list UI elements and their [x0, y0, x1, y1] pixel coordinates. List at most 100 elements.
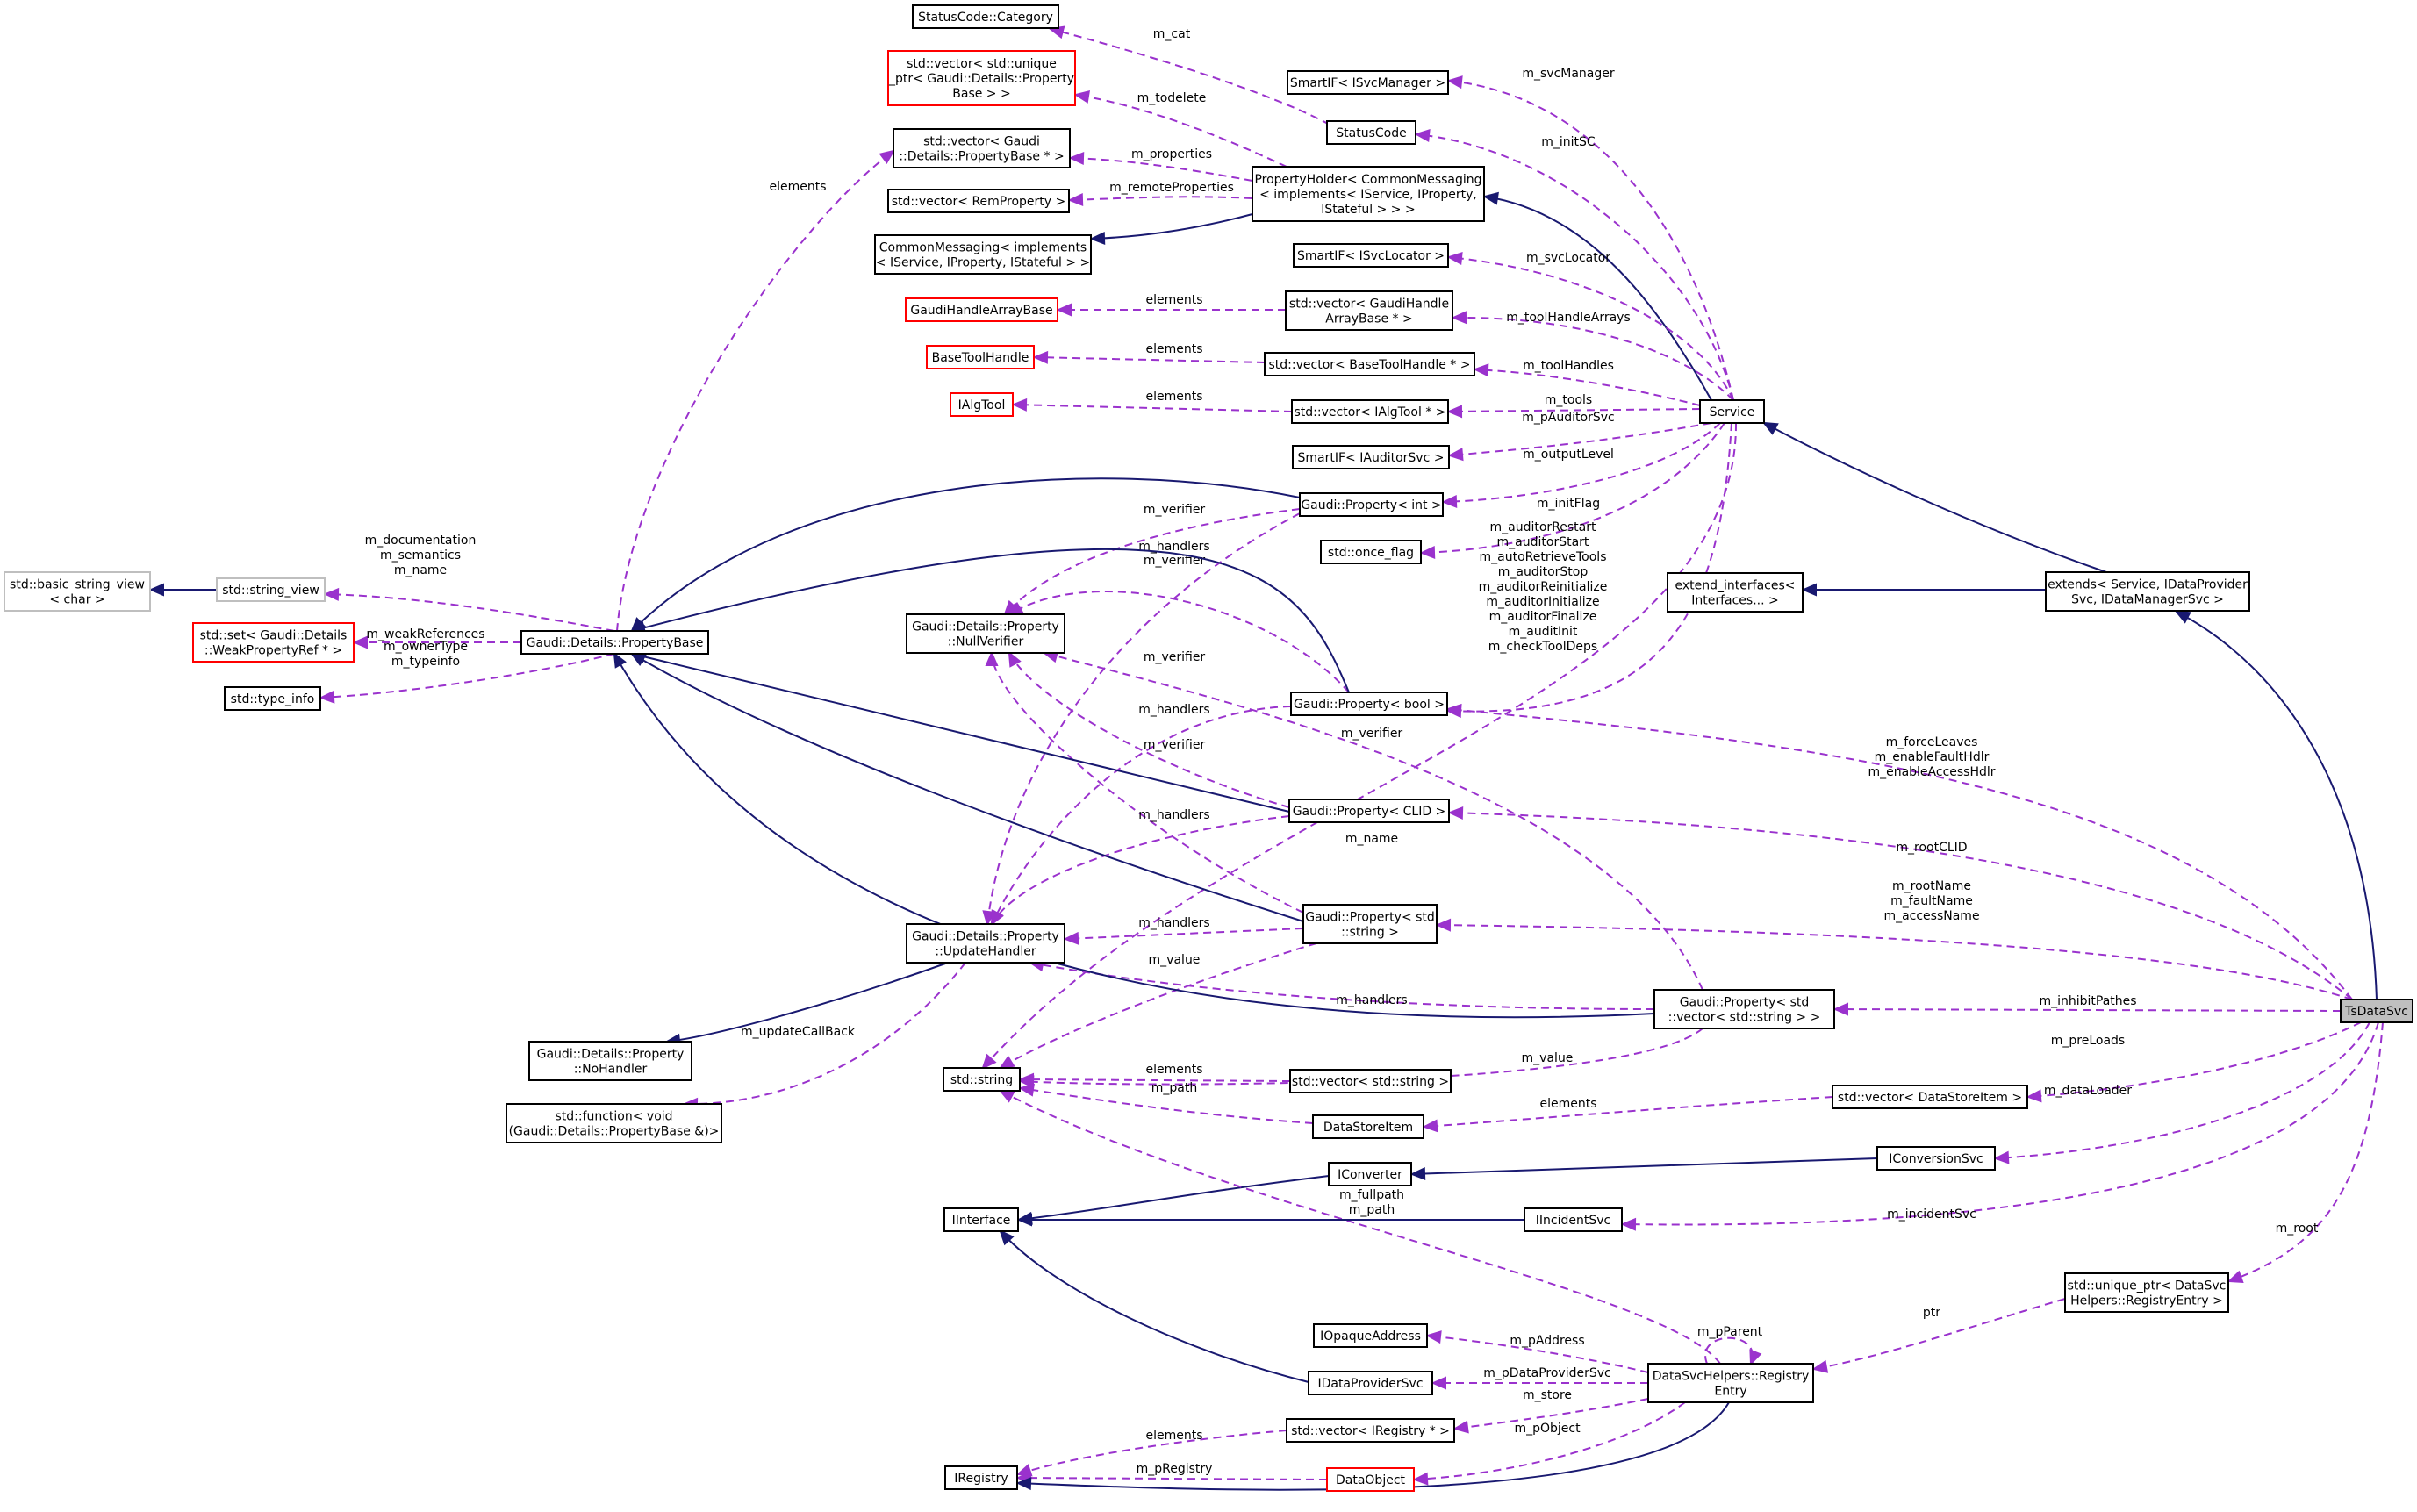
edge-line	[986, 512, 1301, 925]
edge-line	[1763, 422, 2107, 573]
edge-label-line: m_outputLevel	[1523, 448, 1614, 462]
class-node-label: IConversionSvc	[1889, 1152, 1983, 1166]
class-node-label: Gaudi::Details::PropertyBase	[527, 636, 704, 650]
edge-line	[1008, 591, 1350, 693]
class-node-label: Gaudi::Property< std	[1305, 911, 1435, 925]
class-node-extends[interactable]: extends< Service, IDataProviderSvc, IDat…	[2045, 571, 2250, 612]
class-node-property-string[interactable]: Gaudi::Property< std::string >	[1302, 904, 1438, 944]
class-node-vec-iregistry[interactable]: std::vector< IRegistry * >	[1286, 1418, 1455, 1443]
class-node-label: ::NullVerifier	[948, 635, 1024, 649]
class-node-property-int[interactable]: Gaudi::Property< int >	[1299, 492, 1444, 517]
edge-line	[1447, 422, 1732, 713]
edge-label-line: m_handlers	[1336, 993, 1407, 1007]
class-node-label: std::basic_string_view	[10, 578, 145, 592]
class-node-propertyholder[interactable]: PropertyHolder< CommonMessaging< impleme…	[1252, 166, 1485, 222]
class-node-nullverifier[interactable]: Gaudi::Details::Property::NullVerifier	[906, 613, 1065, 654]
edge-line	[1018, 1175, 1330, 1221]
class-node-vec-remproperty[interactable]: std::vector< RemProperty >	[887, 189, 1070, 213]
edge-label: elements	[1145, 293, 1202, 307]
class-node-property-bool[interactable]: Gaudi::Property< bool >	[1290, 692, 1448, 716]
edge-arrowhead	[1422, 1119, 1438, 1133]
class-node-property-vec-string[interactable]: Gaudi::Property< std::vector< std::strin…	[1653, 989, 1835, 1029]
class-node-vec-datastoreitem[interactable]: std::vector< DataStoreItem >	[1832, 1085, 2028, 1109]
class-node-ialgtool[interactable]: IAlgTool	[950, 392, 1014, 417]
edge-label: m_handlers	[1336, 993, 1407, 1007]
class-node-iinterface[interactable]: IInterface	[943, 1207, 1019, 1232]
edge-line	[1414, 1401, 1686, 1480]
class-node-box	[528, 1041, 692, 1081]
edge-label-line: m_name	[1345, 832, 1398, 846]
class-node-datastoreitem[interactable]: DataStoreItem	[1312, 1114, 1424, 1139]
usage-edge-property_string-to-updatehandler: m_handlers	[1063, 916, 1304, 945]
class-node-label: ::Details::PropertyBase * >	[899, 150, 1064, 164]
edge-label-line: elements	[1539, 1097, 1596, 1111]
class-node-extend-interfaces[interactable]: extend_interfaces<Interfaces... >	[1667, 572, 1804, 613]
class-node-label: std::type_info	[231, 692, 315, 706]
class-node-smartif-isvclocator[interactable]: SmartIF< ISvcLocator >	[1293, 243, 1449, 268]
class-node-label: ::WeakPropertyRef * >	[204, 644, 342, 658]
class-node-box	[1667, 572, 1804, 613]
class-node-set-weakpropertyref[interactable]: std::set< Gaudi::Details::WeakPropertyRe…	[192, 622, 355, 663]
class-node-status-category[interactable]: StatusCode::Category	[912, 4, 1059, 29]
class-node-iconverter[interactable]: IConverter	[1328, 1162, 1412, 1186]
class-node-iconversionsvc[interactable]: IConversionSvc	[1876, 1146, 1996, 1171]
edge-arrowhead	[1749, 1349, 1762, 1366]
class-node-updatehandler[interactable]: Gaudi::Details::Property::UpdateHandler	[906, 923, 1065, 964]
edge-line	[666, 962, 949, 1043]
class-node-propertybase[interactable]: Gaudi::Details::PropertyBase	[520, 630, 709, 655]
class-node-basetoolhandle[interactable]: BaseToolHandle	[926, 345, 1035, 369]
edge-line	[1813, 1298, 2066, 1370]
edge-line	[1020, 1078, 1291, 1082]
usage-edge-vec_datastoreitem-to-datastoreitem: elements	[1422, 1096, 1833, 1133]
edge-line	[1454, 1398, 1649, 1430]
class-node-std-string[interactable]: std::string	[943, 1067, 1021, 1092]
class-node-iopaqueaddress[interactable]: IOpaqueAddress	[1313, 1323, 1428, 1348]
class-node-vec-std-string[interactable]: std::vector< std::string >	[1289, 1069, 1452, 1093]
class-node-service[interactable]: Service	[1699, 399, 1765, 424]
edge-arrowhead	[999, 1229, 1015, 1246]
usage-edge-updatehandler-to-std_function: m_updateCallBack	[682, 962, 966, 1111]
class-node-vec-propertybase-ptr[interactable]: std::vector< Gaudi::Details::PropertyBas…	[893, 128, 1071, 168]
class-node-basic-string-view[interactable]: std::basic_string_view< char >	[4, 571, 151, 612]
class-node-smartif-iauditorsvc[interactable]: SmartIF< IAuditorSvc >	[1292, 445, 1450, 469]
edge-label: m_inhibitPathes	[2039, 994, 2136, 1008]
class-node-gaudihandlearraybase[interactable]: GaudiHandleArrayBase	[905, 297, 1058, 322]
class-node-iincidentsvc[interactable]: IIncidentSvc	[1524, 1207, 1623, 1232]
class-node-smartif-isvcmanager[interactable]: SmartIF< ISvcManager >	[1287, 70, 1449, 95]
class-node-vec-ialgtool[interactable]: std::vector< IAlgTool * >	[1291, 399, 1449, 424]
edge-arrowhead	[1015, 1477, 1032, 1491]
class-node-tsdatasvc[interactable]: TsDataSvc	[2340, 999, 2413, 1023]
class-node-unique-ptr-registryentry[interactable]: std::unique_ptr< DataSvcHelpers::Registr…	[2064, 1272, 2229, 1313]
inheritance-edge-registryentry-to-iregistry	[1015, 1401, 1730, 1491]
class-node-idataprovidersvc[interactable]: IDataProviderSvc	[1308, 1371, 1433, 1395]
class-node-dataobject[interactable]: DataObject	[1326, 1467, 1415, 1492]
edge-label-line: m_initSC	[1541, 135, 1596, 149]
class-node-nohandler[interactable]: Gaudi::Details::Property::NoHandler	[528, 1041, 692, 1081]
class-node-label: BaseToolHandle	[932, 351, 1029, 365]
edge-arrowhead	[981, 1053, 997, 1070]
edge-arrowhead	[1063, 931, 1079, 945]
class-node-box	[4, 571, 151, 612]
class-node-box	[1699, 399, 1765, 424]
class-node-vec-gaudihandlearraybase[interactable]: std::vector< GaudiHandleArrayBase * >	[1285, 290, 1453, 331]
class-node-commonmessaging[interactable]: CommonMessaging< implements< IService, I…	[874, 234, 1092, 275]
edge-label: m_verifier	[1144, 554, 1206, 568]
edge-label-line: m_todelete	[1137, 91, 1207, 105]
class-node-statuscode[interactable]: StatusCode	[1326, 120, 1416, 145]
class-node-once-flag[interactable]: std::once_flag	[1320, 540, 1422, 564]
class-node-registryentry[interactable]: DataSvcHelpers::RegistryEntry	[1647, 1363, 1814, 1403]
class-node-vec-unique-ptr[interactable]: std::vector< std::unique_ptr< Gaudi::Det…	[887, 50, 1076, 106]
edge-label-line: m_svcLocator	[1526, 251, 1610, 265]
edge-arrowhead	[1431, 1376, 1446, 1390]
class-node-vec-basetoolhandle[interactable]: std::vector< BaseToolHandle * >	[1264, 352, 1475, 376]
edge-label-line: m_pObject	[1514, 1422, 1581, 1436]
edge-arrowhead	[879, 149, 896, 164]
edge-label-line: m_svcManager	[1522, 67, 1615, 81]
class-node-std-function[interactable]: std::function< void(Gaudi::Details::Prop…	[506, 1103, 722, 1143]
class-node-string-view[interactable]: std::string_view	[216, 577, 326, 602]
class-node-property-clid[interactable]: Gaudi::Property< CLID >	[1288, 799, 1450, 823]
class-node-iregistry[interactable]: IRegistry	[944, 1465, 1018, 1490]
edge-label: m_verifier	[1144, 738, 1206, 752]
class-node-type-info[interactable]: std::type_info	[224, 686, 321, 711]
